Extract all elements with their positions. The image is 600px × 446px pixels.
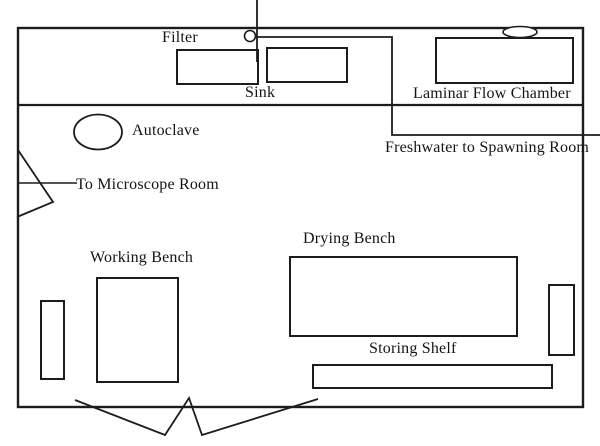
filter-label: Filter	[162, 29, 198, 46]
sink-basin-left	[176, 49, 259, 85]
laminar-flow-chamber-label: Laminar Flow Chamber	[413, 85, 571, 102]
drying-bench-box	[289, 256, 518, 337]
freshwater-pipe-line	[255, 0, 600, 136]
sink-basin-right	[266, 47, 348, 83]
autoclave-label: Autoclave	[132, 122, 200, 139]
sink-label: Sink	[245, 84, 276, 101]
drying-bench-label: Drying Bench	[303, 230, 396, 247]
microscope-room-door	[16, 149, 55, 218]
storing-shelf-box	[312, 364, 553, 389]
working-bench-box	[96, 277, 179, 383]
vent-icon	[502, 25, 538, 39]
storing-shelf-label: Storing Shelf	[369, 340, 457, 357]
freshwater-to-spawning-room-label: Freshwater to Spawning Room	[385, 139, 590, 156]
filter-icon	[243, 29, 257, 43]
laminar-flow-chamber-box	[435, 37, 574, 84]
working-bench-label: Working Bench	[90, 249, 194, 266]
entrance-double-door	[74, 395, 319, 437]
left-shelf-box	[40, 300, 65, 380]
right-shelf-box	[548, 284, 575, 356]
autoclave-symbol	[73, 113, 123, 151]
to-microscope-room-label: To Microscope Room	[76, 176, 219, 193]
